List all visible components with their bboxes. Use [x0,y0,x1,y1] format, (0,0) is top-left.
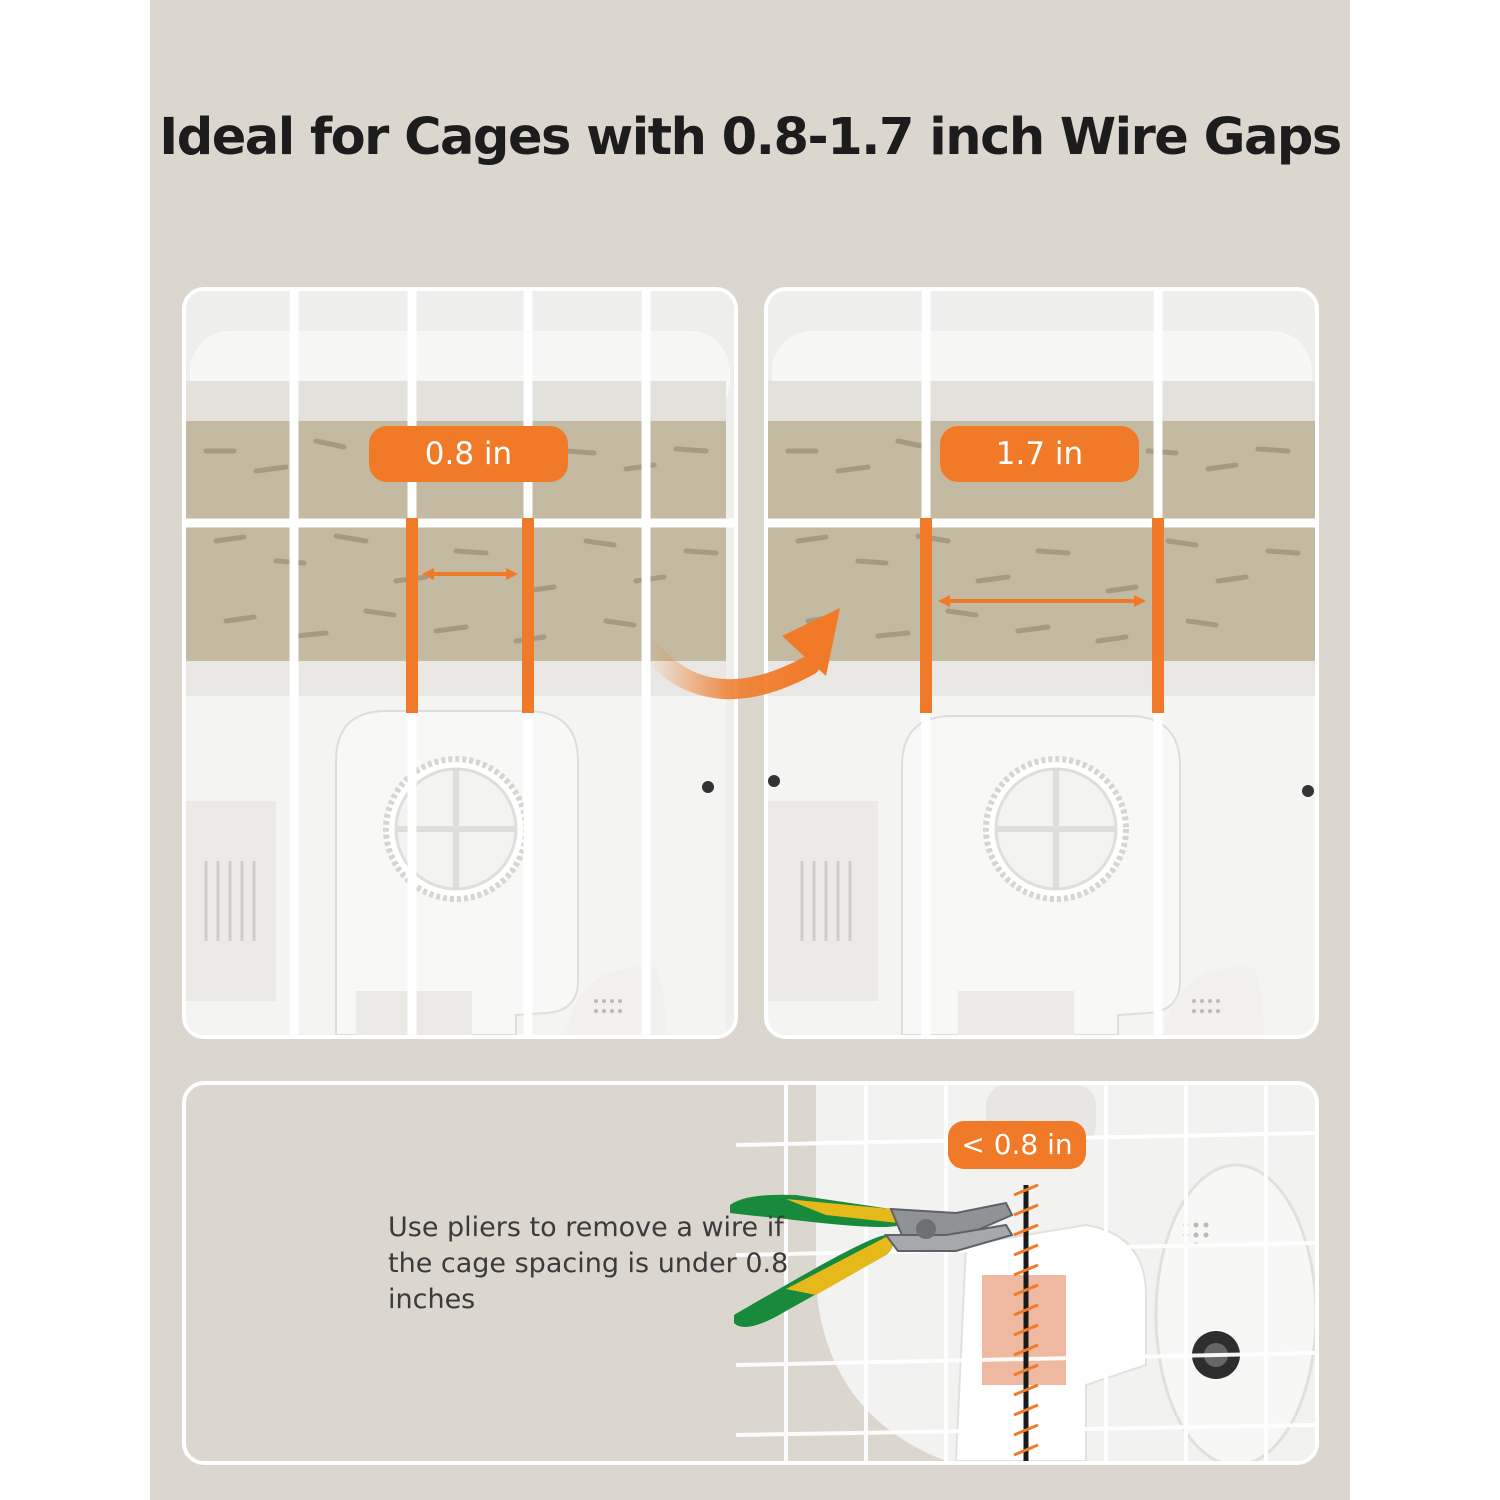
gap-label-max: 1.7 in [940,426,1139,482]
pliers-tip-caption: Use pliers to remove a wire if the cage … [388,1212,789,1315]
pliers-icon [730,1194,1014,1327]
feeder-illustration-wide [768,291,1315,1035]
product-canvas: Ideal for Cages with 0.8-1.7 inch Wire G… [150,0,1350,1500]
gap-marker-narrow [406,518,534,713]
panel-pliers-tip: < 0.8 in [182,1081,1319,1465]
feeder-illustration-narrow [186,291,734,1035]
gap-label-min: 0.8 in [369,426,568,482]
pliers-illustration [730,1085,1315,1461]
gap-label-under: < 0.8 in [948,1121,1086,1169]
panel-min-gap: 0.8 in [182,287,738,1039]
gap-marker-wide [920,518,1164,713]
panel-max-gap: 1.7 in [764,287,1319,1039]
headline: Ideal for Cages with 0.8-1.7 inch Wire G… [159,108,1342,167]
